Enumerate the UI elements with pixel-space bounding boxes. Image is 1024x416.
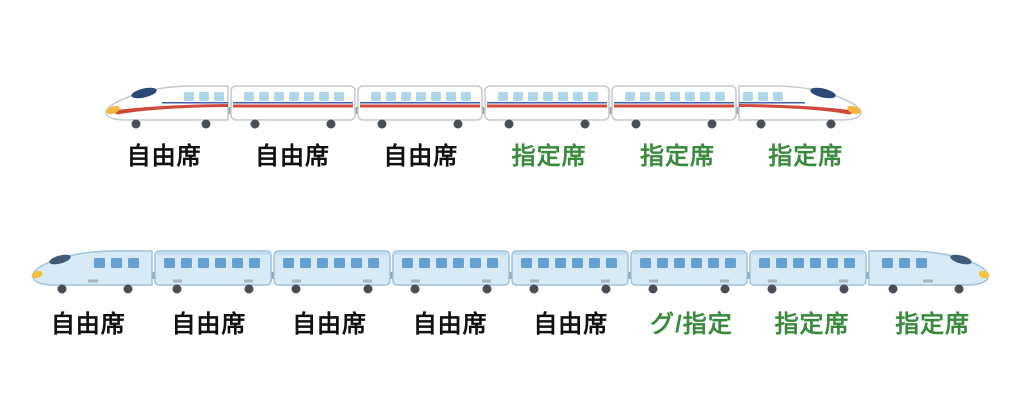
seat-label: 自由席: [50, 311, 126, 338]
couplers: [226, 107, 741, 114]
seat-label: 指定席: [768, 143, 844, 170]
seat-label: 自由席: [412, 311, 488, 338]
seat-label: 自由席: [254, 143, 330, 170]
couplers: [150, 272, 871, 279]
seat-label: グ/指定: [650, 311, 733, 338]
train1-seat-labels: 自由席 自由席 自由席 指定席 指定席 指定席: [100, 136, 870, 171]
seat-label: 指定席: [895, 311, 971, 338]
train-illustration-8cars: [29, 250, 992, 295]
seat-label: 自由席: [292, 311, 368, 338]
seat-label: 自由席: [126, 143, 202, 170]
seat-label: 自由席: [171, 311, 247, 338]
train-illustration-6cars: [104, 84, 863, 130]
train2-seat-labels: 自由席 自由席 自由席 自由席 自由席 グ/指定 指定席 指定席: [28, 304, 993, 339]
seat-label: 自由席: [383, 143, 459, 170]
seat-label: 指定席: [511, 143, 587, 170]
seat-label: 指定席: [639, 143, 715, 170]
seat-label: 自由席: [533, 311, 609, 338]
seat-label: 指定席: [774, 311, 850, 338]
